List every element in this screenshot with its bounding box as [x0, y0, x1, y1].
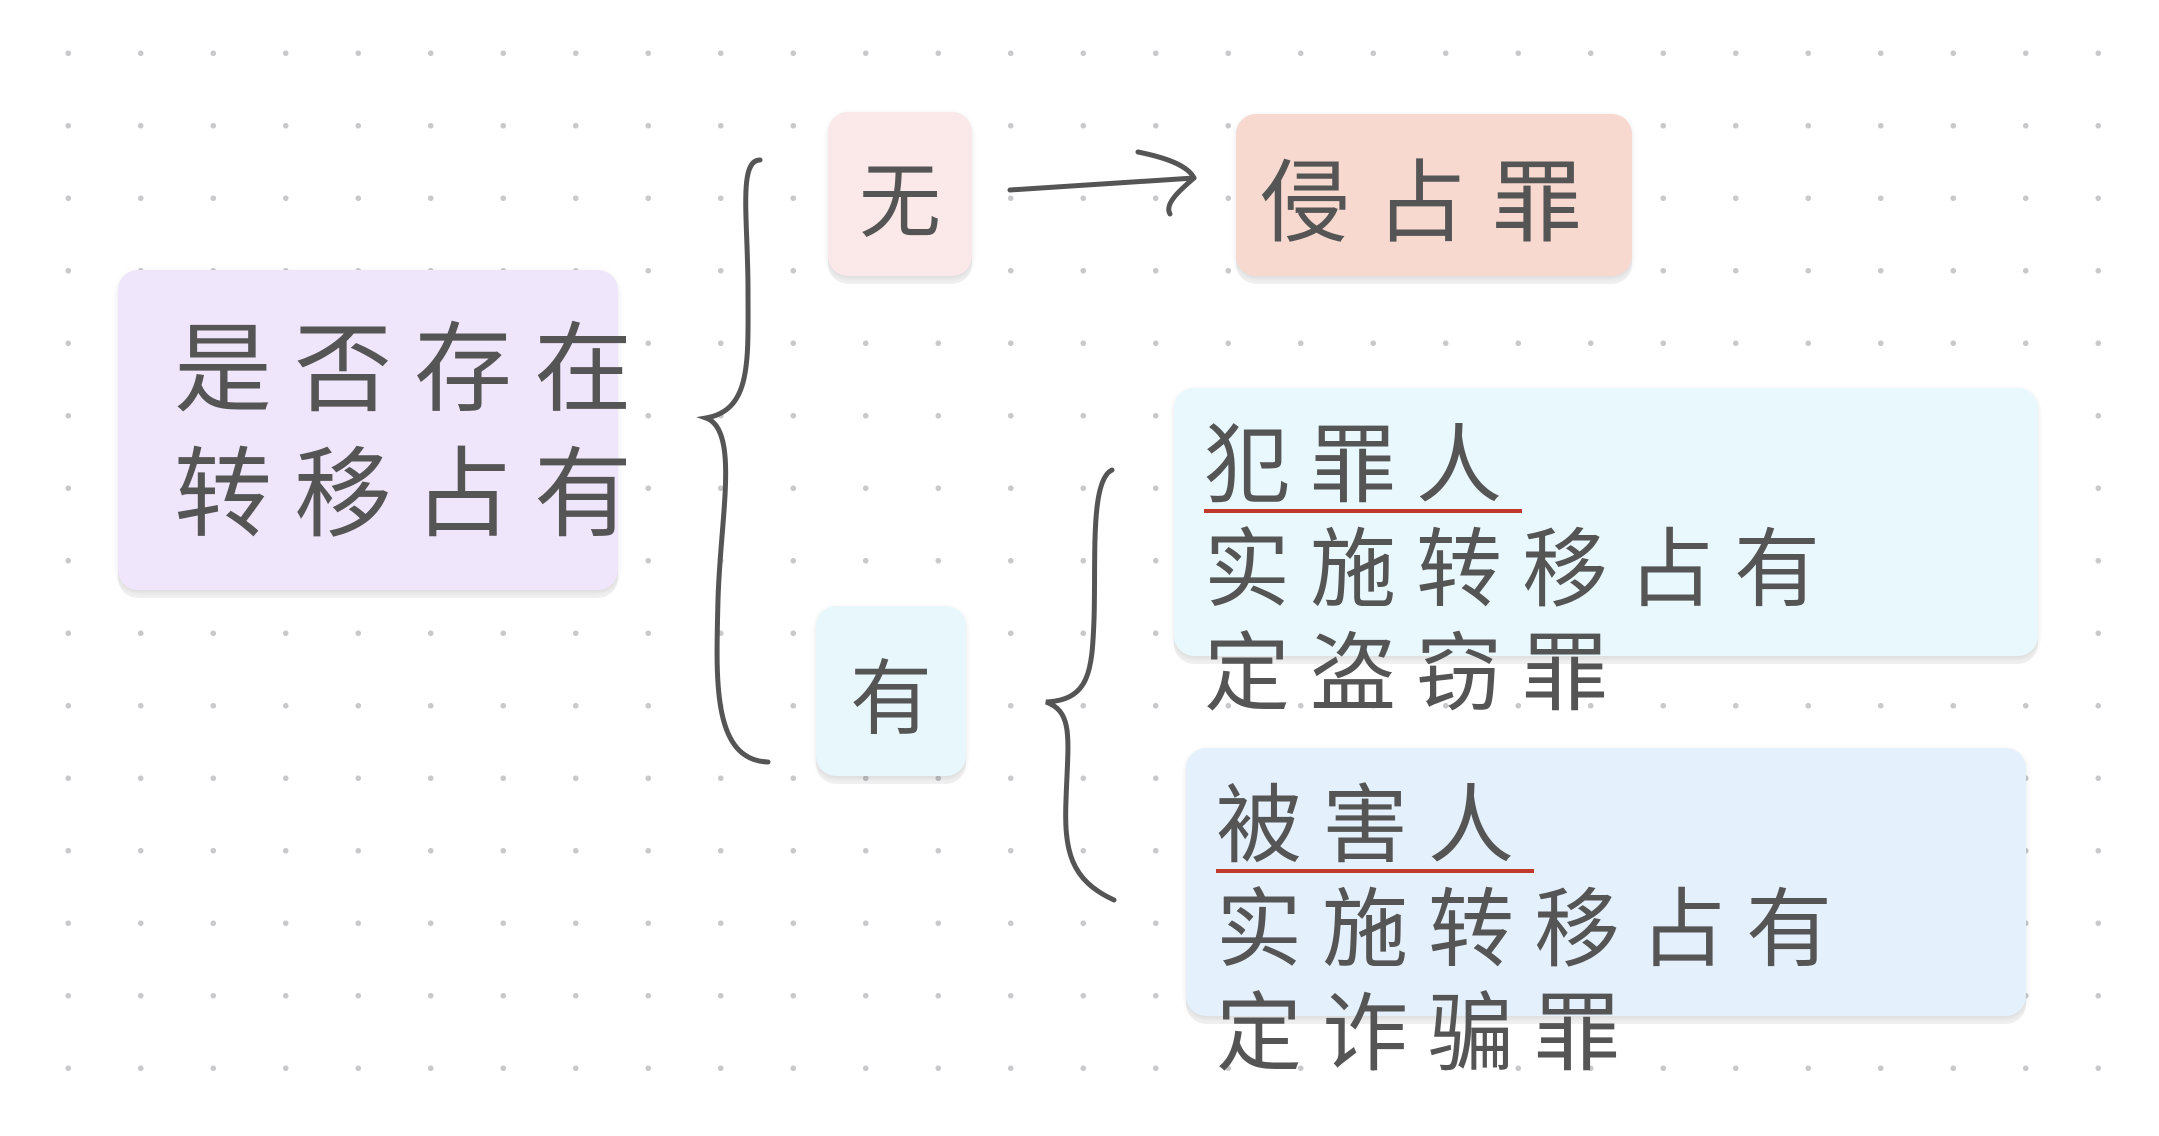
case-fraud-line-1: 被害人实施转移占有: [1216, 774, 2026, 982]
result-embezzlement-node: 侵占罪: [1236, 114, 1632, 276]
case-theft-line-1: 犯罪人实施转移占有: [1204, 414, 2038, 622]
branch-no-node: 无: [828, 112, 972, 276]
branch-yes-node: 有: [816, 606, 966, 776]
case-fraud-action: 实施转移占有: [1216, 880, 1852, 980]
case-fraud-verdict: 定诈骗罪: [1216, 984, 1640, 1084]
arrow-no-to-result: [1007, 175, 1197, 193]
main-brace: [696, 157, 771, 765]
branch-yes-label: 有: [849, 651, 932, 747]
root-question-node: 是否存在 转移占有: [118, 270, 655, 590]
yes-brace: [1045, 467, 1117, 903]
case-fraud-node: 被害人实施转移占有 定诈骗罪: [1186, 748, 2026, 1084]
case-theft-verdict: 定盗窃罪: [1204, 624, 1628, 724]
branch-no-label: 无: [858, 154, 941, 250]
case-theft-subject: 犯罪人: [1204, 416, 1522, 516]
case-theft-node: 犯罪人实施转移占有 定盗窃罪: [1174, 388, 2038, 724]
case-theft-action: 实施转移占有: [1204, 520, 1840, 620]
case-fraud-subject: 被害人: [1216, 776, 1534, 876]
root-line-2: 转移占有: [174, 438, 655, 552]
root-line-1: 是否存在: [174, 313, 655, 427]
result-embezzlement-label: 侵占罪: [1260, 151, 1608, 256]
arrow-head-icon: [1135, 149, 1197, 217]
